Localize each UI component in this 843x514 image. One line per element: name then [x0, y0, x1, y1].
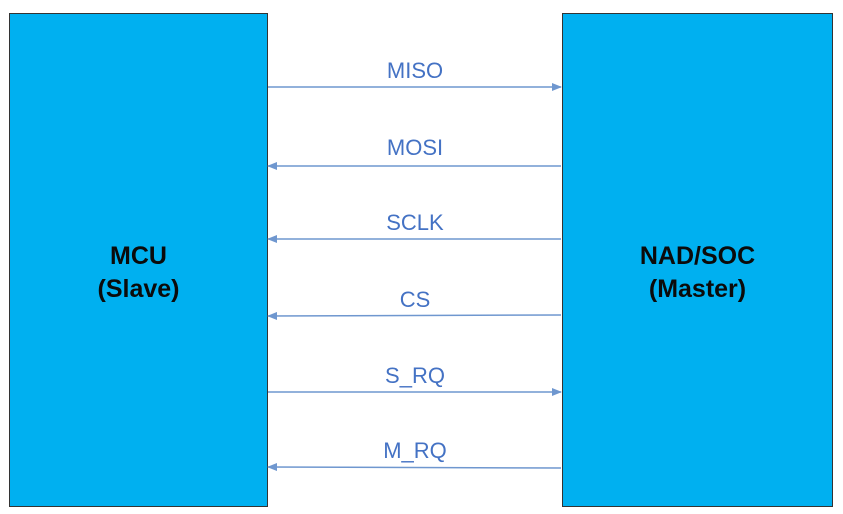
m-rq-label: M_RQ	[383, 438, 447, 463]
mcu-title: MCU	[110, 242, 167, 270]
soc-title: NAD/SOC	[639, 242, 756, 270]
mcu-subtitle: (Slave)	[97, 275, 180, 303]
nad-soc-master-block: NAD/SOC (Master)	[562, 13, 833, 507]
s-rq-label: S_RQ	[385, 363, 445, 388]
cs-arrow	[267, 311, 562, 320]
soc-block-label: NAD/SOC (Master)	[563, 240, 832, 306]
cs-label: CS	[399, 287, 431, 312]
miso-label: MISO	[386, 58, 444, 83]
mosi-label: MOSI	[386, 135, 444, 160]
soc-subtitle: (Master)	[648, 275, 747, 303]
mcu-slave-block: MCU (Slave)	[9, 13, 268, 507]
m-rq-arrow	[267, 463, 562, 472]
sclk-label: SCLK	[386, 210, 444, 235]
mcu-block-label: MCU (Slave)	[10, 240, 267, 306]
